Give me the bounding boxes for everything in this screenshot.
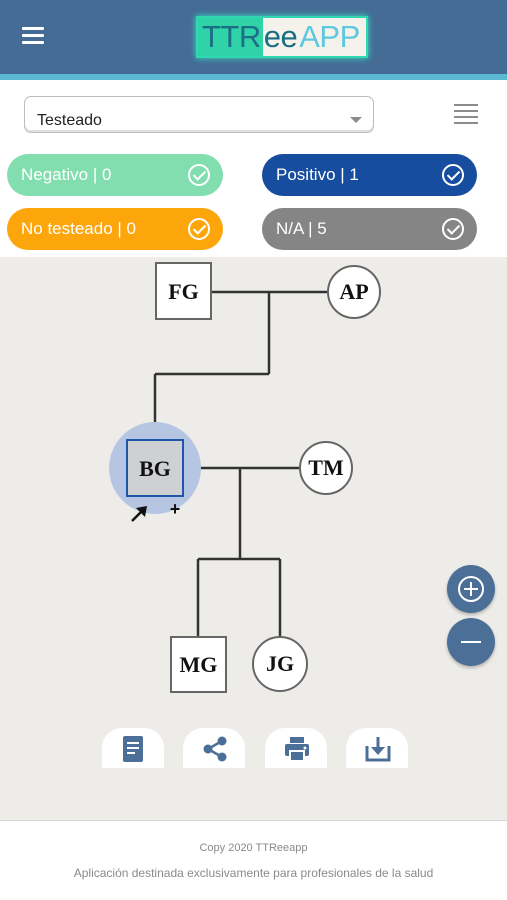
status-filter-value: Testeado xyxy=(37,112,102,129)
pedigree-node-fg[interactable]: FG xyxy=(155,262,212,320)
status-filter-select[interactable]: Testeado xyxy=(24,96,374,133)
pedigree-node-mg[interactable]: MG xyxy=(170,636,227,693)
node-label-ap: AP xyxy=(339,279,368,304)
node-label-mg: MG xyxy=(180,652,218,677)
pedigree-lines xyxy=(153,290,328,637)
footer-disclaimer: Aplicación destinada exclusivamente para… xyxy=(73,866,434,880)
pedigree-node-bg[interactable]: BG xyxy=(109,422,201,514)
report-button[interactable] xyxy=(102,728,164,768)
chip-positive-label: Positivo | 1 xyxy=(276,165,359,184)
check-circle-icon xyxy=(188,218,210,240)
app-header: TTR ee APP xyxy=(0,0,507,80)
list-view-icon[interactable] xyxy=(454,103,478,125)
arrow-pointer-icon xyxy=(131,506,147,522)
logo-part-1: TTR xyxy=(198,18,263,56)
print-icon xyxy=(285,737,309,762)
footer-copyright: Copy 2020 TTReeapp xyxy=(199,842,308,854)
share-icon xyxy=(203,736,227,762)
zoom-out-icon[interactable] xyxy=(447,618,495,666)
download-icon xyxy=(365,737,391,762)
download-button[interactable] xyxy=(346,728,408,768)
chip-negative-label: Negativo | 0 xyxy=(21,165,112,184)
check-circle-icon xyxy=(442,218,464,240)
chip-positive[interactable]: Positivo | 1 xyxy=(262,154,477,196)
node-label-jg: JG xyxy=(266,651,294,676)
app-logo: TTR ee APP xyxy=(196,16,368,58)
footer-divider xyxy=(0,820,507,821)
chip-not-tested-label: No testeado | 0 xyxy=(21,219,136,238)
logo-part-3: APP xyxy=(299,19,360,54)
add-relative-icon[interactable]: + xyxy=(170,499,181,519)
hamburger-menu-icon[interactable] xyxy=(22,27,44,45)
document-icon xyxy=(123,736,143,762)
chip-na[interactable]: N/A | 5 xyxy=(262,208,477,250)
pedigree-node-tm[interactable]: TM xyxy=(299,441,353,495)
pedigree-canvas[interactable]: FG AP BG + TM xyxy=(0,257,507,820)
check-circle-icon xyxy=(442,164,464,186)
pedigree-tree: FG AP BG + TM xyxy=(109,262,381,693)
node-label-bg: BG xyxy=(139,456,171,481)
logo-part-2: ee xyxy=(263,19,298,54)
chip-na-label: N/A | 5 xyxy=(276,219,327,238)
node-label-tm: TM xyxy=(308,455,344,480)
pedigree-node-ap[interactable]: AP xyxy=(327,265,381,319)
share-button[interactable] xyxy=(183,728,245,768)
zoom-in-icon[interactable] xyxy=(447,565,495,613)
node-label-fg: FG xyxy=(168,279,199,304)
chip-negative[interactable]: Negativo | 0 xyxy=(7,154,223,196)
pedigree-node-jg[interactable]: JG xyxy=(252,636,308,692)
print-button[interactable] xyxy=(265,728,327,768)
check-circle-icon xyxy=(188,164,210,186)
chip-not-tested[interactable]: No testeado | 0 xyxy=(7,208,223,250)
caret-down-icon xyxy=(350,117,362,123)
